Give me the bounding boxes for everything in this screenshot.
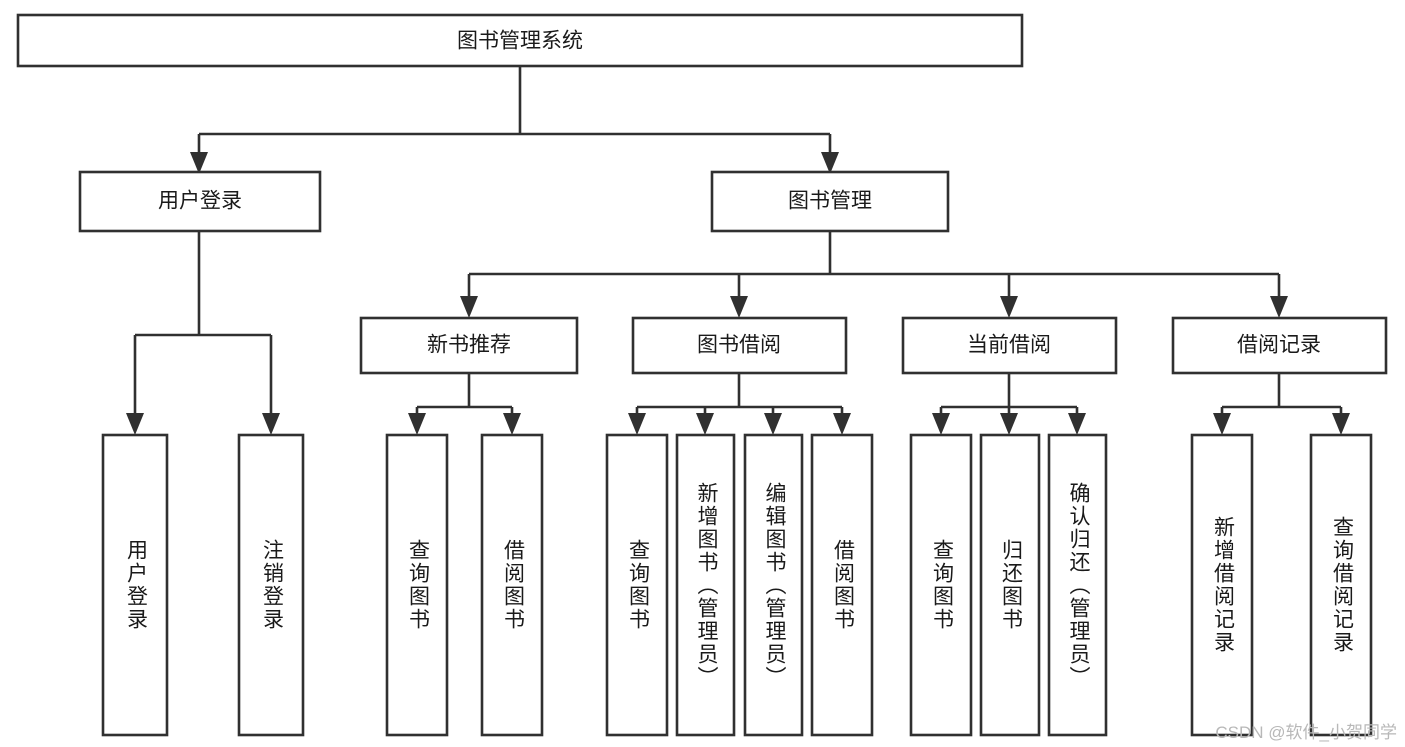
node-label-user-login: 用户登录: [158, 190, 242, 213]
arrow-to-book-borrow: [730, 296, 748, 318]
node-leaf-add-book-admin[interactable]: [675, 433, 736, 737]
connector-root-to-level1: [197, 66, 832, 152]
node-leaf-query-book-3[interactable]: [909, 433, 973, 737]
node-leaf-add-borrow-record[interactable]: [1190, 433, 1254, 737]
node-label-book-manage: 图书管理: [788, 190, 872, 213]
arrow-to-leaf-logout-login: [262, 413, 280, 435]
node-leaf-edit-book-admin[interactable]: [743, 433, 804, 737]
arrow-to-borrow-record: [1270, 296, 1288, 318]
node-book-manage[interactable]: 图书管理: [710, 170, 950, 233]
node-leaf-query-borrow-record[interactable]: [1309, 433, 1373, 737]
connector-borrow-record-to-leaves: [1220, 373, 1343, 415]
arrow-to-leaf-query-borrow-record: [1332, 413, 1350, 435]
arrow-to-book-manage: [821, 152, 839, 174]
node-current-borrow[interactable]: 当前借阅: [901, 316, 1118, 375]
node-leaf-query-book-2[interactable]: [605, 433, 669, 737]
connector-book-borrow-to-leaves: [635, 373, 844, 415]
node-leaf-borrow-book-2[interactable]: [810, 433, 874, 737]
node-new-book-recommend[interactable]: 新书推荐: [359, 316, 579, 375]
arrow-to-leaf-query-book-3: [932, 413, 950, 435]
arrow-to-user-login: [190, 152, 208, 174]
arrow-to-leaf-borrow-book-1: [503, 413, 521, 435]
arrow-to-leaf-edit-book-admin: [764, 413, 782, 435]
connector-current-borrow-to-leaves: [939, 373, 1079, 415]
arrow-to-leaf-confirm-return-admin: [1068, 413, 1086, 435]
csdn-watermark: CSDN @软件_小贺同学: [1215, 723, 1397, 742]
node-leaf-borrow-book-1[interactable]: [480, 433, 544, 737]
node-leaf-confirm-return-admin[interactable]: [1047, 433, 1108, 737]
node-user-login[interactable]: 用户登录: [78, 170, 322, 233]
arrow-to-leaf-return-book: [1000, 413, 1018, 435]
arrow-to-leaf-user-login: [126, 413, 144, 435]
arrow-to-leaf-query-book-1: [408, 413, 426, 435]
node-book-borrow[interactable]: 图书借阅: [631, 316, 848, 375]
node-leaf-logout-login[interactable]: [237, 433, 305, 737]
connector-new-book-recommend-to-leaves: [415, 373, 514, 415]
node-label-current-borrow: 当前借阅: [967, 334, 1051, 357]
arrow-to-leaf-borrow-book-2: [833, 413, 851, 435]
node-label-borrow-record: 借阅记录: [1237, 334, 1321, 357]
node-leaf-return-book[interactable]: [979, 433, 1041, 737]
node-borrow-record[interactable]: 借阅记录: [1171, 316, 1388, 375]
arrow-to-current-borrow: [1000, 296, 1018, 318]
node-label-new-book-recommend: 新书推荐: [427, 334, 511, 357]
connector-book-manage-to-level2: [467, 231, 1281, 296]
node-leaf-user-login[interactable]: [101, 433, 169, 737]
arrow-to-leaf-add-book-admin: [696, 413, 714, 435]
node-label-book-management-system: 图书管理系统: [457, 30, 583, 53]
arrow-to-leaf-add-borrow-record: [1213, 413, 1231, 435]
arrow-to-new-book-recommend: [460, 296, 478, 318]
arrow-to-leaf-query-book-2: [628, 413, 646, 435]
connector-user-login-to-leaves: [133, 231, 273, 415]
node-leaf-query-book-1[interactable]: [385, 433, 449, 737]
node-book-management-system[interactable]: 图书管理系统: [16, 13, 1024, 68]
node-label-book-borrow: 图书借阅: [697, 334, 781, 357]
